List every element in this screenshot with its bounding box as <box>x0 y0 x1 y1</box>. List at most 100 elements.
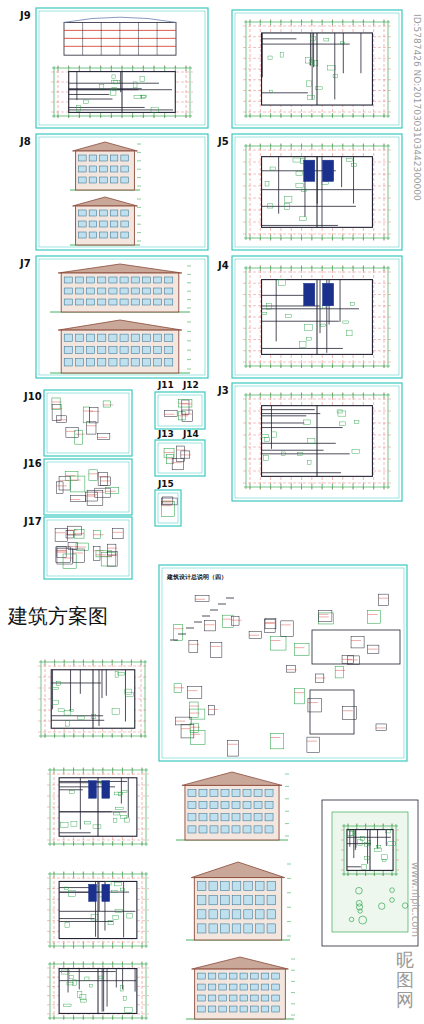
drawing-stroke <box>59 971 116 972</box>
drawing-stroke <box>209 896 218 905</box>
drawing-stroke <box>48 770 148 771</box>
sheet-border <box>47 520 129 576</box>
drawing-stroke <box>122 872 123 877</box>
sheet-frame <box>232 134 402 250</box>
drawing-stroke <box>187 308 191 309</box>
drawing-stroke <box>187 340 191 341</box>
sheet-frame <box>36 134 208 250</box>
drawing-stroke <box>75 346 83 353</box>
drawing-stroke <box>109 359 117 366</box>
drawing-stroke <box>373 392 374 490</box>
drawing-stroke <box>251 1006 259 1012</box>
drawing-stroke <box>317 406 318 477</box>
drawing-stroke <box>187 274 191 275</box>
drawing-stroke <box>137 241 141 242</box>
drawing-stroke <box>301 20 302 25</box>
drawing-stroke <box>122 841 123 846</box>
section <box>64 17 176 55</box>
elevation <box>176 772 289 840</box>
drawing-stroke <box>57 416 67 423</box>
drawing-stroke <box>307 737 320 752</box>
drawing-stroke <box>89 781 97 799</box>
detail-set <box>174 594 389 756</box>
drawing-stroke <box>93 962 94 967</box>
drawing-stroke <box>61 823 69 828</box>
drawing-stroke <box>382 855 388 860</box>
drawing-stroke <box>165 346 173 353</box>
drawing-stroke <box>268 56 272 59</box>
sheet-border <box>235 137 399 247</box>
drawing-stroke <box>322 113 323 118</box>
drawing-stroke <box>54 961 55 1021</box>
drawing-stroke <box>93 1015 94 1020</box>
drawing-stroke <box>90 66 91 71</box>
elevation <box>70 197 141 245</box>
drawing-stroke <box>189 644 199 645</box>
drawing-stroke <box>112 660 113 665</box>
drawing-stroke <box>132 1015 133 1020</box>
drawing-stroke <box>102 872 103 877</box>
drawing-stroke <box>54 872 55 877</box>
floor-plan <box>47 961 149 1021</box>
drawing-stroke <box>294 692 304 693</box>
drawing-stroke <box>58 320 182 330</box>
drawing-stroke <box>291 113 292 118</box>
drawing-stroke <box>285 197 292 203</box>
drawing-stroke <box>80 670 81 694</box>
sheet-frame <box>232 383 402 501</box>
drawing-stroke <box>270 144 271 149</box>
drawing-stroke <box>356 904 362 910</box>
drawing-stroke <box>368 645 379 653</box>
drawing-stroke <box>99 976 102 979</box>
drawing-stroke <box>164 414 174 415</box>
drawing-stroke <box>134 95 142 98</box>
drawing-stroke <box>146 768 147 846</box>
drawing-stroke <box>59 918 94 919</box>
drawing-stroke <box>342 20 343 25</box>
drawing-stroke <box>79 113 80 118</box>
drawing-stroke <box>312 630 400 664</box>
drawing-stroke <box>87 288 95 294</box>
drawing-stroke <box>187 282 191 283</box>
drawing-stroke <box>121 733 122 738</box>
drawing-stroke <box>335 666 343 677</box>
drawing-stroke <box>255 924 264 933</box>
detail-set <box>55 526 123 568</box>
drawing-stroke <box>87 359 95 366</box>
drawing-stroke <box>228 740 239 756</box>
drawing-stroke <box>98 334 106 341</box>
drawing-stroke <box>181 454 191 455</box>
drawing-stroke <box>262 453 350 454</box>
drawing-stroke <box>120 72 121 93</box>
drawing-stroke <box>38 732 148 733</box>
drawing-stroke <box>142 299 150 305</box>
drawing-stroke <box>190 730 205 744</box>
drawing-stroke <box>342 113 343 118</box>
drawing-stroke <box>262 472 341 473</box>
drawing-stroke <box>172 459 184 470</box>
drawing-stroke <box>280 53 283 57</box>
drawing-stroke <box>68 891 75 897</box>
drawing-stroke <box>210 802 218 809</box>
drawing-stroke <box>308 461 312 465</box>
drawing-stroke <box>311 363 312 368</box>
drawing-stroke <box>205 624 215 625</box>
drawing-stroke <box>383 859 386 861</box>
drawing-stroke <box>181 728 191 729</box>
drawing-stroke <box>199 814 207 821</box>
drawing-stroke <box>287 669 297 670</box>
drawing-stroke <box>137 232 141 233</box>
drawing-stroke <box>243 399 391 400</box>
drawing-stroke <box>172 462 182 463</box>
drawing-stroke <box>102 781 110 799</box>
drawing-stroke <box>348 831 353 836</box>
drawing-stroke <box>232 789 240 796</box>
drawing-stroke <box>347 866 361 867</box>
drawing-stroke <box>246 144 247 240</box>
drawing-stroke <box>179 403 189 404</box>
drawing-stroke <box>98 277 106 283</box>
drawing-stroke <box>137 177 141 178</box>
drawing-stroke <box>243 272 391 273</box>
drawing-stroke <box>343 710 353 711</box>
drawing-stroke <box>112 88 116 91</box>
